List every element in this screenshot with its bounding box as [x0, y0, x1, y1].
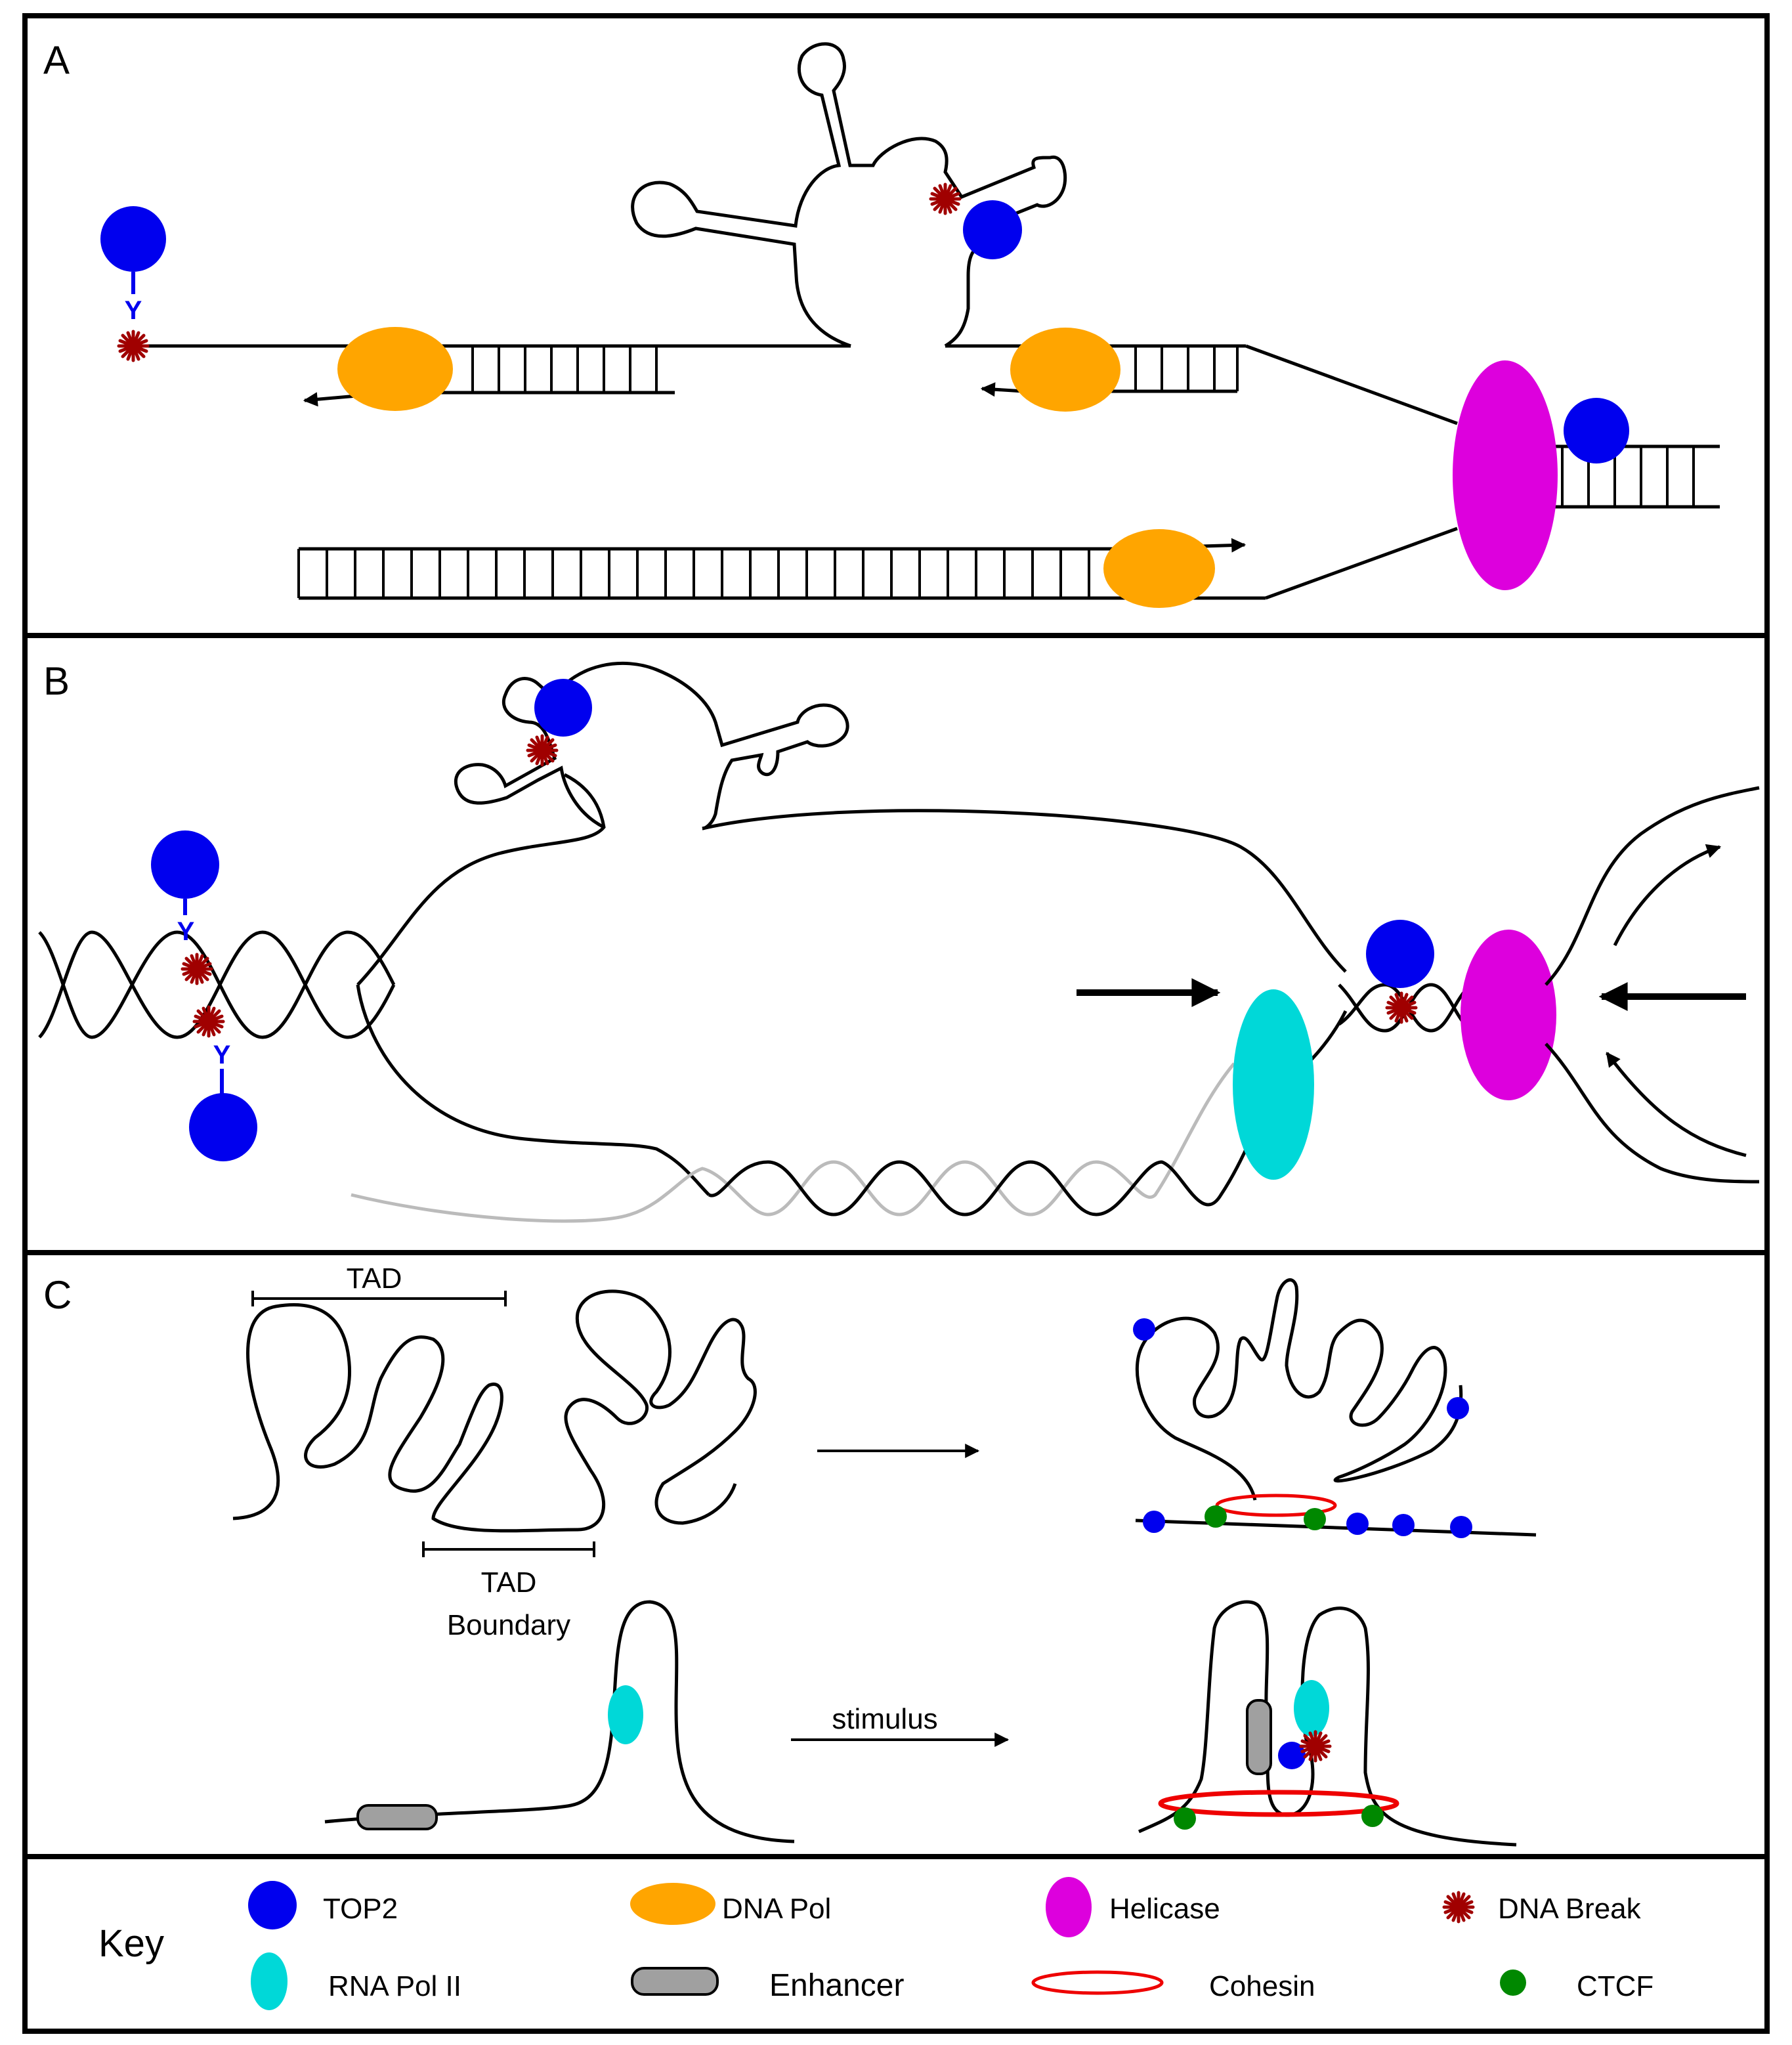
top2-b-fork [1366, 920, 1434, 988]
dna-break-a-hairpin [931, 184, 960, 213]
helicase-b [1461, 930, 1556, 1100]
top2-c-7 [1278, 1742, 1306, 1769]
replication-loop-upper [356, 773, 606, 986]
dna-pol-a-leading [1103, 529, 1215, 608]
tyrosine-glyph-b-upper: Y [177, 917, 195, 946]
key-helicase-icon [1046, 1877, 1092, 1937]
tad-label: TAD [347, 1262, 402, 1295]
key-dna-pol-label: DNA Pol [722, 1893, 831, 1925]
dna-break-b-lower [194, 1007, 223, 1036]
helix-left-strand-2 [38, 930, 396, 1039]
panel-b: B Y [38, 659, 1760, 1223]
key-ctcf-label: CTCF [1577, 1970, 1653, 2002]
fork-arm-lower [1265, 527, 1458, 600]
tyrosine-glyph-b-lower: Y [213, 1041, 231, 1069]
ctcf-c-2 [1304, 1508, 1326, 1530]
chromatin-enhancer-before [324, 1600, 795, 1843]
key-helicase-label: Helicase [1109, 1893, 1220, 1925]
top2-c-1 [1133, 1318, 1155, 1341]
key-rna-pol-ii-icon [251, 1952, 288, 2010]
base-pairs-right [1134, 346, 1239, 391]
replication-loop-lower [356, 984, 710, 1196]
chromatin-tads-after [1135, 1278, 1463, 1501]
fork-arm-upper [1245, 344, 1458, 425]
key-rna-pol-ii-label: RNA Pol II [328, 1970, 461, 2002]
base-pairs-parental [1561, 446, 1695, 507]
rna-pol-ii-c-after [1294, 1680, 1329, 1736]
top2-c-2 [1447, 1397, 1469, 1419]
dna-break-a-left [119, 332, 148, 360]
key-top2-icon [248, 1881, 297, 1929]
dna-break-b-fork [1387, 993, 1416, 1022]
rna-transcript-strand [351, 1062, 1235, 1223]
ctcf-c-4 [1361, 1805, 1384, 1827]
reannealing-arrow-upper [1613, 844, 1722, 947]
top2-c-3 [1143, 1511, 1165, 1533]
key-dna-pol-icon [630, 1883, 715, 1925]
key-title: Key [98, 1922, 164, 1965]
base-pairs-left [471, 346, 658, 393]
dna-pol-a-left [337, 327, 453, 411]
panel-b-label: B [43, 659, 70, 703]
fork-strand-b-upper [1545, 786, 1760, 986]
panel-a-label: A [43, 38, 70, 82]
reannealing-arrow-lower [1606, 1052, 1747, 1157]
key: Key TOP2 DNA Pol Helicase DNA Break RNA … [98, 1877, 1653, 2010]
panel-a: A Y [43, 38, 1720, 608]
top2-a-fork [1564, 398, 1629, 463]
cohesin-ring-bottom [1158, 1790, 1399, 1817]
hairpin-bubble-b [454, 661, 849, 830]
dna-break-c [1301, 1732, 1330, 1761]
top2-c-5 [1392, 1514, 1415, 1536]
panel-c-label: C [43, 1273, 72, 1317]
top2-a-trapped [100, 206, 166, 272]
key-cohesin-icon [1031, 1970, 1164, 1995]
helix-left-strand-1 [38, 930, 396, 1039]
cohesin-ring-top [1215, 1494, 1337, 1517]
top2-a-hairpin [963, 200, 1022, 259]
tad-boundary-label-1: TAD [481, 1566, 537, 1599]
top2-b-trapped-lower [189, 1093, 257, 1161]
key-dna-break-label: DNA Break [1498, 1893, 1642, 1925]
key-frame [22, 1854, 1770, 2034]
enhancer-c-after [1246, 1699, 1272, 1775]
top2-c-6 [1450, 1516, 1472, 1538]
synthesis-arrow-right [980, 382, 1025, 397]
rna-pol-ii-b [1233, 989, 1314, 1180]
top2-c-4 [1346, 1513, 1369, 1535]
dna-pol-a-right [1010, 328, 1120, 412]
fork-strand-b-lower [1545, 1043, 1760, 1184]
rna-pol-ii-c-before [608, 1685, 643, 1744]
template-strand-b [708, 1010, 1348, 1216]
dna-break-b-upper [182, 955, 211, 983]
panel-c: C TAD TAD Boundary stimulus [43, 1262, 1537, 1847]
enhancer-c-before [356, 1804, 438, 1830]
top2-b-trapped-upper [151, 830, 219, 899]
stimulus-label: stimulus [832, 1703, 937, 1735]
ctcf-c-1 [1205, 1505, 1227, 1528]
key-top2-label: TOP2 [323, 1893, 398, 1925]
tyrosine-glyph-a: Y [125, 296, 142, 325]
helicase-a [1453, 360, 1558, 590]
key-ctcf-icon [1500, 1970, 1526, 1996]
key-enhancer-icon [631, 1967, 719, 1996]
panel-c-frame [22, 1250, 1770, 1859]
top2-b-hairpin [534, 679, 592, 737]
key-enhancer-label: Enhancer [769, 1968, 904, 2003]
dna-break-b-hairpin [528, 736, 557, 765]
key-cohesin-label: Cohesin [1209, 1970, 1315, 2002]
key-dna-break-icon [1444, 1893, 1473, 1922]
chromatin-baseline-after [1135, 1518, 1537, 1537]
tad-boundary-label-2: Boundary [447, 1609, 570, 1641]
hairpin-bubble-a [631, 42, 1067, 348]
ctcf-c-3 [1174, 1807, 1196, 1830]
chromatin-tads-before [232, 1289, 757, 1533]
chromatin-enhancer-after [1138, 1600, 1517, 1847]
replication-loop-top-strand [702, 809, 1347, 973]
base-pairs-leading [297, 549, 1090, 598]
